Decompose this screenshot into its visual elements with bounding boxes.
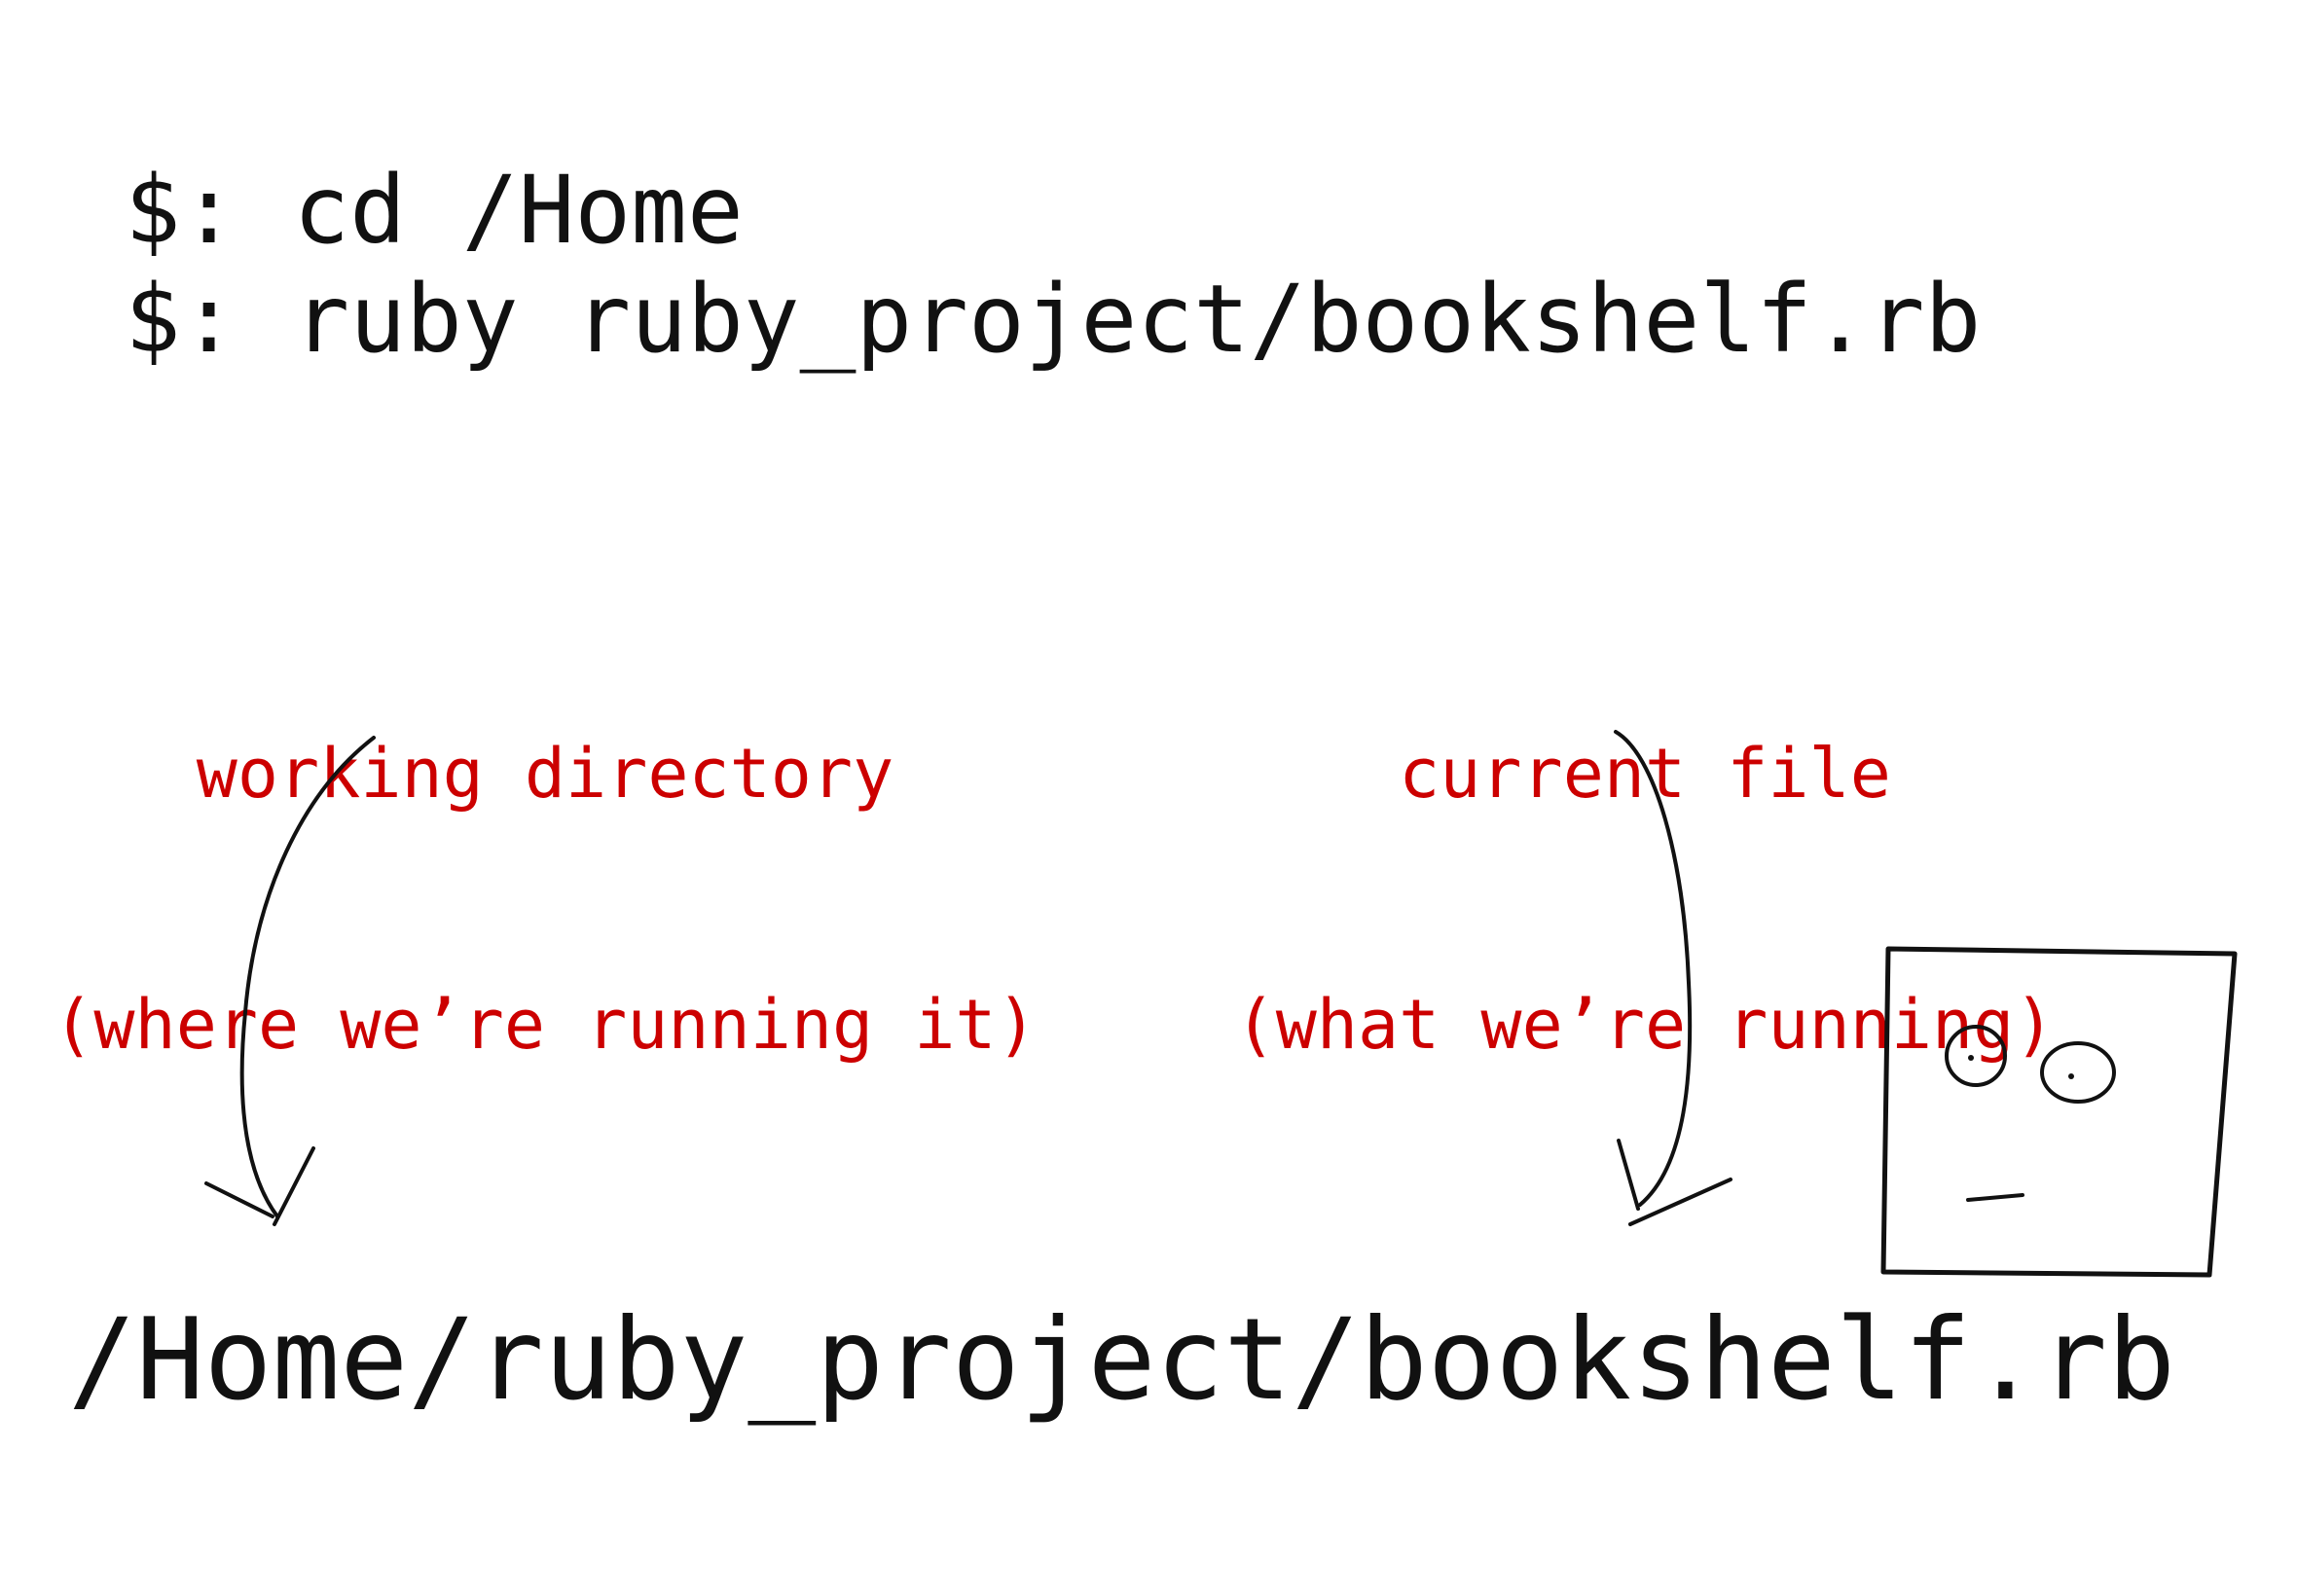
working-directory-annotation: working directory (where we’re running i… — [19, 564, 1071, 1150]
file-face-icon — [1880, 946, 2238, 1278]
command-line-ruby: $: ruby ruby_project/bookshelf.rb — [125, 265, 1982, 374]
current-file-arrow-icon — [1614, 730, 1732, 1226]
current-file-title: current file — [1399, 734, 1891, 814]
current-file-subtitle: (what we’re running) — [1234, 985, 2056, 1065]
current-file-annotation: current file (what we’re running) — [1207, 564, 2083, 1150]
command-line-cd: $: cd /Home — [125, 156, 744, 265]
working-directory-subtitle: (where we’re running it) — [53, 985, 1038, 1065]
working-directory-arrow-icon — [204, 736, 376, 1226]
working-directory-title: working directory — [196, 734, 894, 814]
full-file-path: /Home/ruby_project/bookshelf.rb — [68, 1294, 2175, 1426]
